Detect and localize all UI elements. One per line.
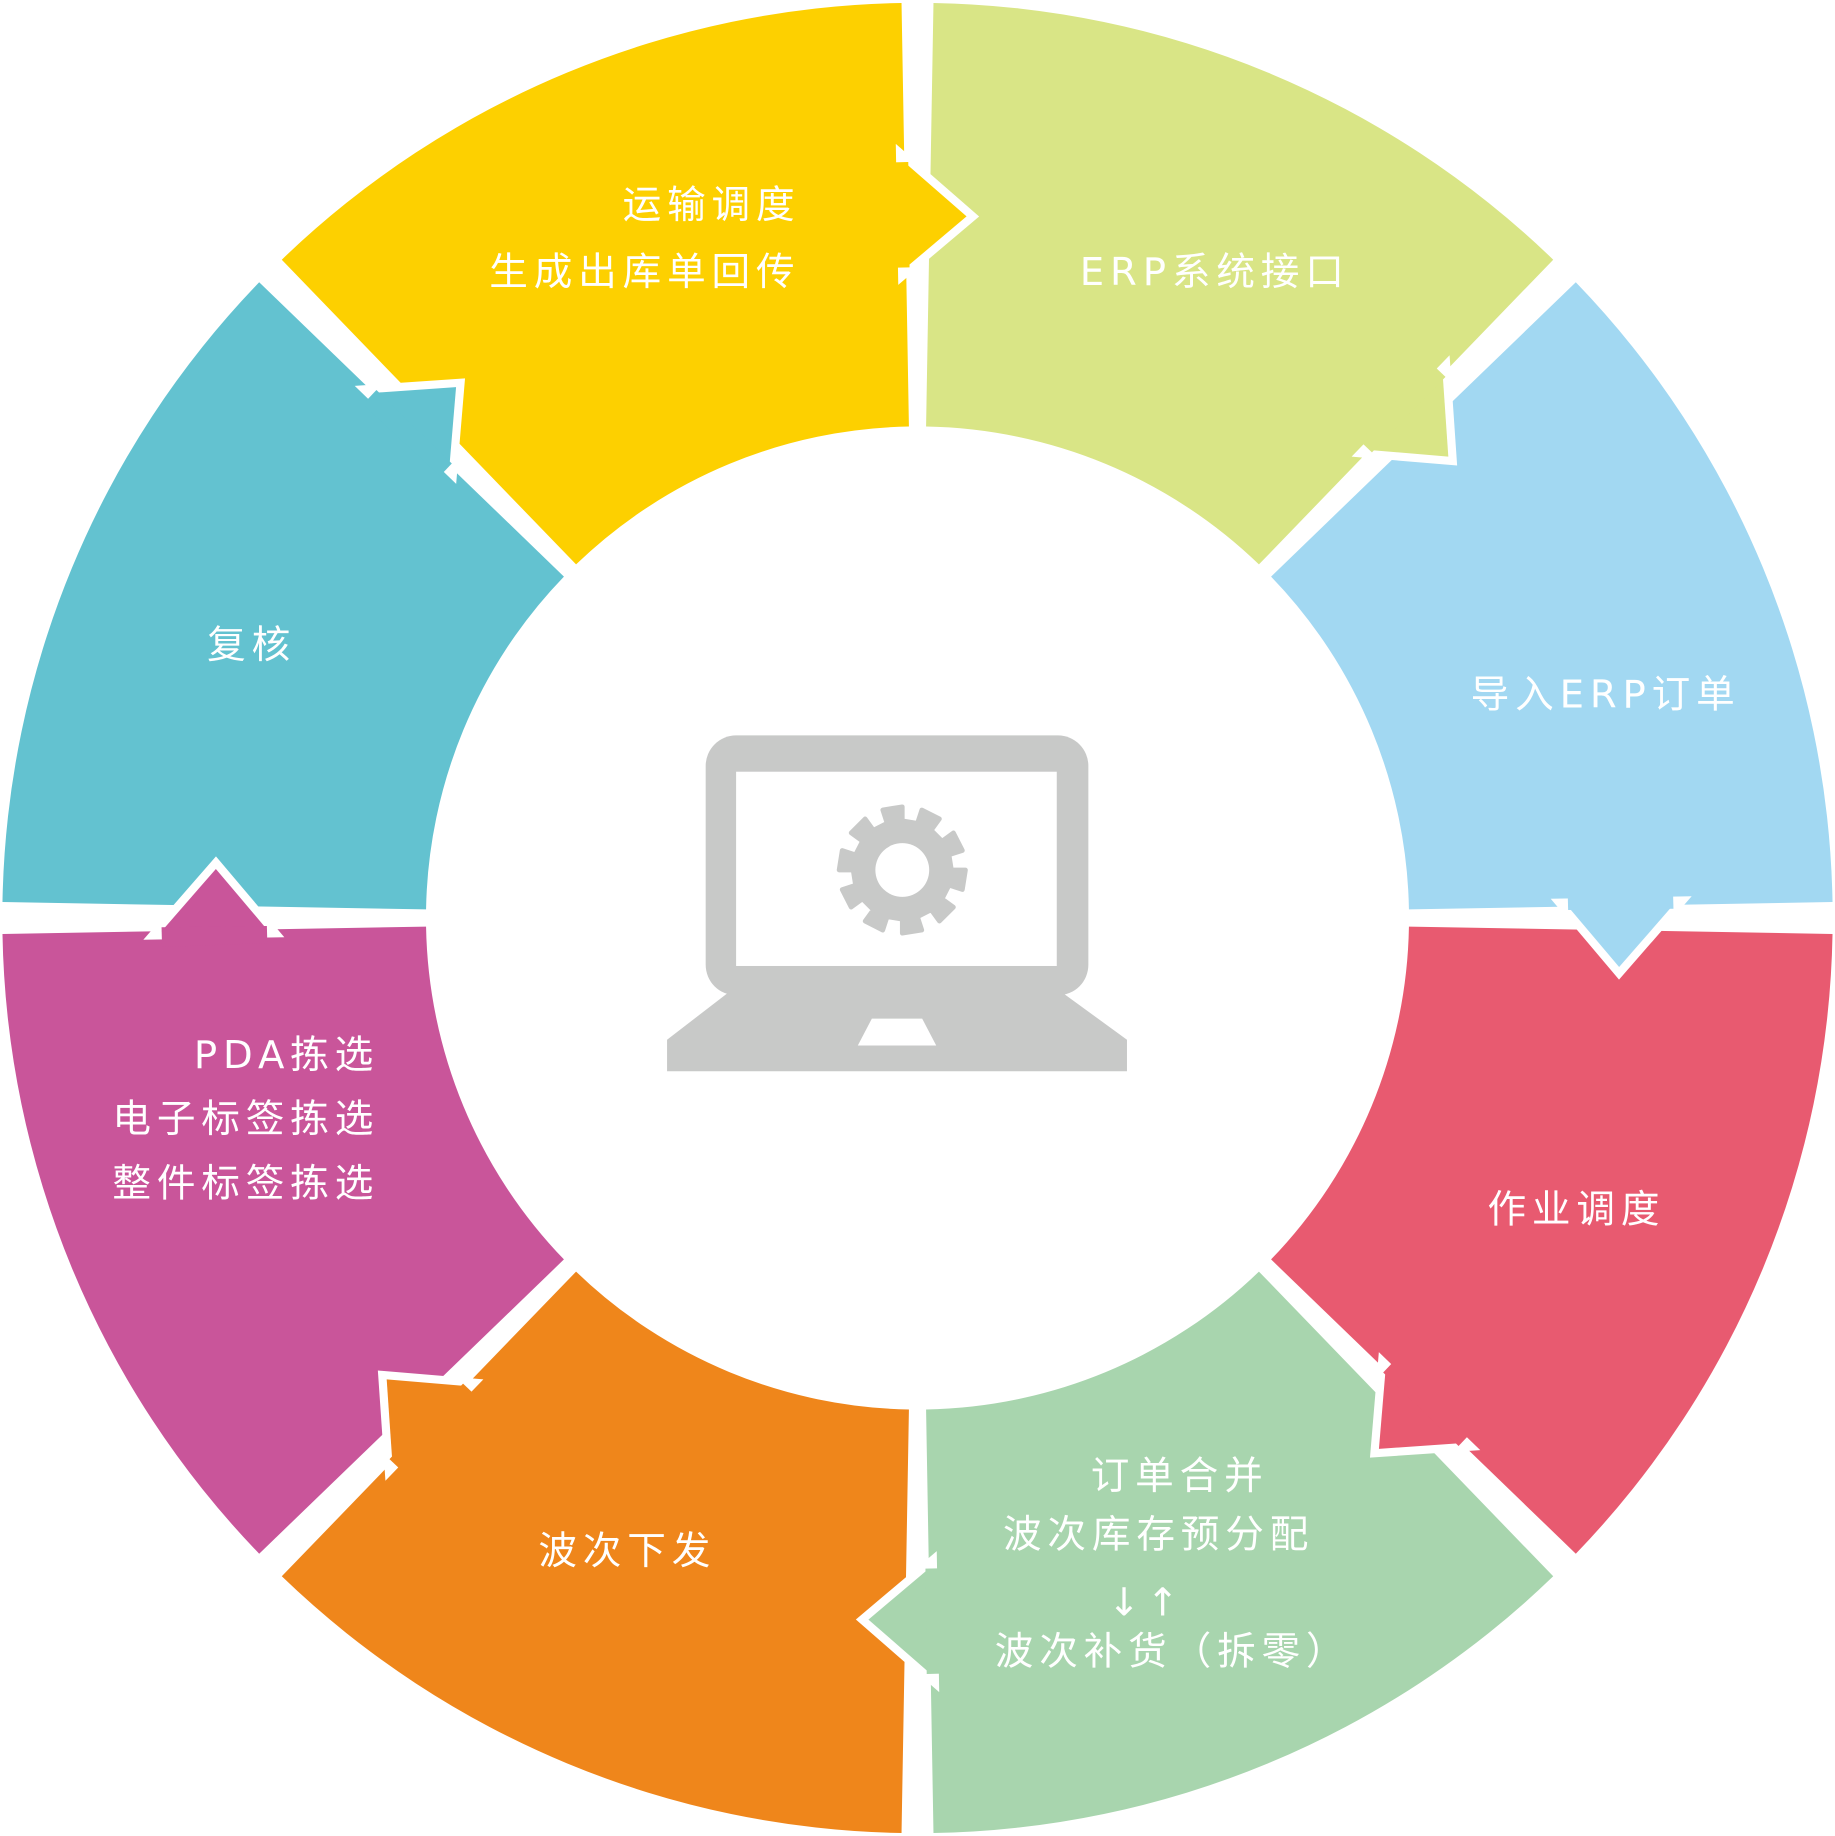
label-outbound-order-return: 生成出库单回传	[489, 250, 800, 295]
label-job-scheduling: 作业调度	[1487, 1187, 1665, 1232]
segment-order-merge	[926, 1271, 1554, 1834]
label-wave-dispatch: 波次下发	[538, 1529, 716, 1574]
segment-arrows	[143, 143, 1692, 1693]
arrow-base-order-merge	[925, 1568, 947, 1674]
label-wave-preallocation: 波次库存预分配	[1003, 1513, 1314, 1558]
arrow-base-picking	[161, 925, 268, 948]
gear-icon	[836, 804, 968, 936]
gear-hole	[875, 843, 930, 897]
label-electronic-label-picking: 电子标签拣选	[112, 1097, 379, 1142]
segment-wave-dispatch	[281, 1271, 909, 1834]
label-wave-replenishment: 波次补货（拆零）	[995, 1630, 1351, 1675]
arrow-base-erp-interface	[1359, 363, 1446, 453]
arrow-down-icon: ↓	[1108, 1580, 1146, 1625]
laptop-gear-icon	[667, 735, 1127, 1072]
segment-transport	[281, 2, 909, 565]
segment-job-scheduling	[1271, 926, 1833, 1554]
label-transport-scheduling: 运输调度	[623, 183, 801, 228]
segment-erp-interface	[926, 2, 1554, 565]
segment-review	[2, 282, 564, 910]
segment-import-erp-orders	[1271, 282, 1833, 910]
label-pda-picking: PDA拣选	[194, 1033, 379, 1078]
label-import-erp-orders: 导入ERP订单	[1471, 672, 1741, 717]
arrow-up-icon: ↑	[1146, 1580, 1184, 1625]
arrow-base-review	[362, 389, 452, 476]
arrow-base-transport	[888, 162, 910, 268]
laptop-trackpad	[857, 1018, 937, 1046]
label-full-case-picking: 整件标签拣选	[112, 1162, 379, 1207]
label-erp-interface: ERP系统接口	[1080, 250, 1350, 295]
arrow-base-wave-dispatch	[389, 1383, 476, 1473]
label-review: 复核	[207, 623, 296, 668]
arrow-base-job-scheduling	[1383, 1360, 1473, 1447]
label-order-merge: 订单合并	[1091, 1454, 1269, 1499]
segment-picking	[2, 926, 564, 1554]
arrow-base-import-erp-orders	[1567, 888, 1674, 911]
